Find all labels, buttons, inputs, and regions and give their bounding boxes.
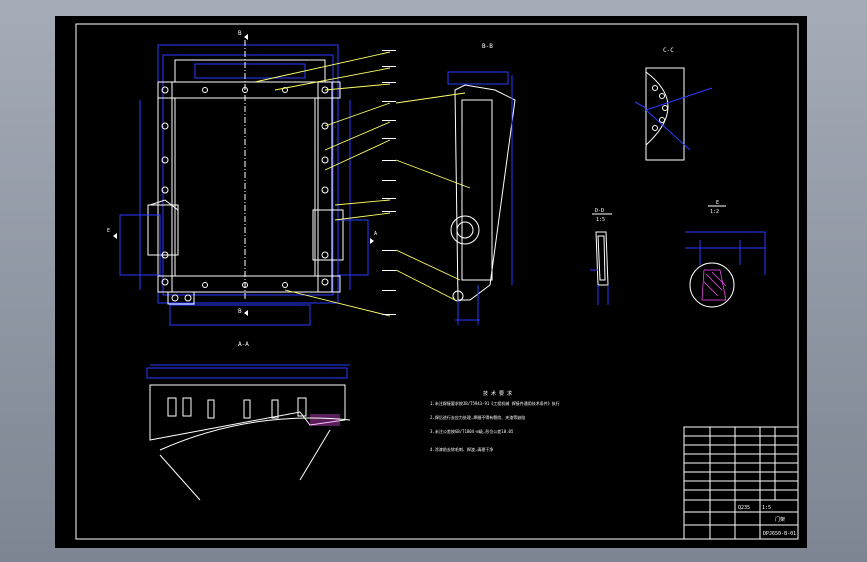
notes-line-1: 1.未注焊接要求按JB/T5943-91《工程机械 焊接件通用技术条件》执行 xyxy=(430,400,560,406)
section-dd-view: D-D 1:5 xyxy=(590,208,612,305)
section-dd-scale: 1:5 xyxy=(596,217,605,223)
front-view-top-label: B xyxy=(238,30,242,37)
notes-line-3: 3.未注公差按GB/T1804-m级,形位公差10.05 xyxy=(430,428,514,434)
section-arrow-icon xyxy=(113,34,374,316)
front-view-leaders xyxy=(254,51,391,317)
detail-e-view: E 1:2 xyxy=(685,200,766,308)
drawing-sheet[interactable]: B B xyxy=(55,16,807,548)
leader-endpoints xyxy=(382,50,396,315)
section-dd-label: D-D xyxy=(595,208,604,214)
notes-title: 技 术 要 求 xyxy=(483,390,512,397)
technical-notes: 技 术 要 求 1.未注焊接要求按JB/T5943-91《工程机械 焊接件通用技… xyxy=(430,390,560,452)
section-aa-view: A-A xyxy=(146,341,351,501)
title-name: 门架 xyxy=(775,516,785,523)
side-marker-a: A xyxy=(374,231,377,237)
detail-e-scale: 1:2 xyxy=(710,209,719,215)
section-bb-view: B-B xyxy=(447,43,516,325)
notes-line-4: 4.涂漆前去除毛刺、焊渣,清理干净 xyxy=(430,446,493,452)
title-drawing-no: DPJ650-B-01 xyxy=(763,531,796,537)
side-marker-e: E xyxy=(107,228,110,234)
drawing-canvas[interactable]: B B xyxy=(55,16,807,548)
section-aa-label: A-A xyxy=(238,341,249,348)
section-cc-label: C-C xyxy=(663,47,674,54)
section-bb-leaders xyxy=(395,92,471,301)
notes-line-2: 2.焊后进行去应力处理,焊缝不得有裂纹、夹渣等缺陷 xyxy=(430,414,525,420)
detail-e-label: E xyxy=(716,200,719,206)
front-view-bottom-label: B xyxy=(238,308,242,315)
front-view: B B xyxy=(119,30,369,326)
title-block: 门架 Q235 1:5 DPJ650-B-01 xyxy=(683,426,799,540)
section-bb-label: B-B xyxy=(482,43,493,50)
section-cc-view: C-C xyxy=(634,47,713,161)
title-material: Q235 xyxy=(738,505,750,511)
title-scale: 1:5 xyxy=(762,505,771,511)
inner-border xyxy=(75,23,799,540)
